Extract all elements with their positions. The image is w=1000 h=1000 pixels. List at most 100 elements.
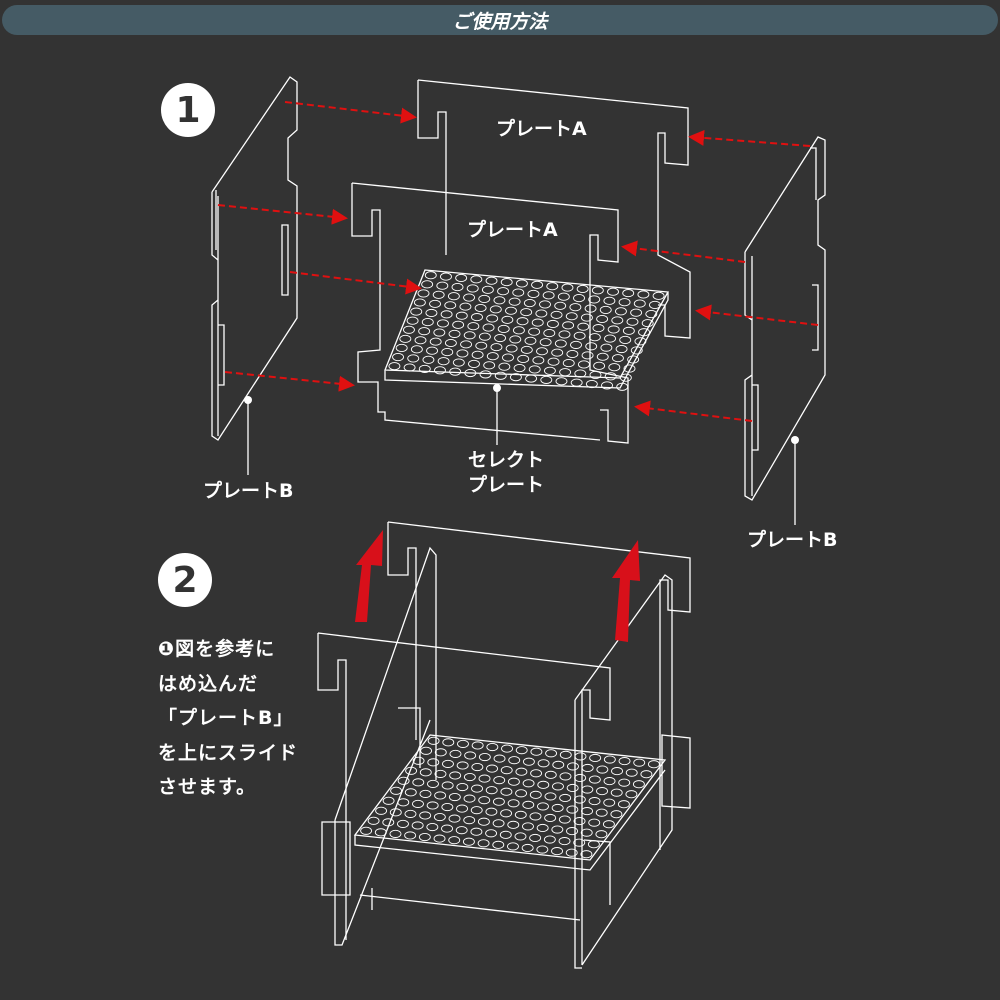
hole — [475, 341, 488, 350]
instruction-line: させます。 — [158, 776, 257, 798]
hole — [539, 338, 552, 347]
hole — [486, 314, 499, 323]
hole — [509, 373, 522, 382]
hole — [424, 271, 437, 280]
hole — [493, 296, 506, 305]
hole — [558, 330, 571, 339]
hole — [558, 815, 571, 824]
hole — [595, 808, 608, 817]
hole — [641, 319, 654, 328]
hole — [602, 820, 615, 829]
hole — [403, 325, 415, 334]
hole — [419, 768, 432, 777]
hole — [585, 342, 598, 351]
hole — [522, 779, 535, 788]
hole — [478, 294, 491, 303]
hole — [544, 770, 557, 779]
hole — [471, 350, 484, 359]
hole — [505, 306, 517, 315]
label-plate-b-right: プレートB — [747, 529, 838, 551]
hole — [573, 817, 586, 826]
hole — [485, 829, 498, 838]
hole — [463, 816, 476, 825]
hole — [573, 838, 586, 847]
hole — [618, 778, 631, 787]
hole — [513, 364, 526, 373]
hole — [581, 351, 594, 360]
hole — [588, 797, 601, 806]
hole — [456, 782, 469, 792]
hole — [507, 820, 520, 829]
hole — [652, 291, 665, 300]
hole — [471, 741, 484, 750]
hole — [524, 336, 537, 345]
hole — [404, 831, 417, 840]
hole — [470, 806, 483, 815]
hole — [514, 810, 527, 819]
hole — [574, 752, 587, 761]
hole — [395, 343, 408, 353]
hole — [411, 821, 424, 830]
hole — [500, 787, 513, 796]
hole — [360, 826, 373, 835]
hole — [492, 819, 505, 828]
hole — [615, 344, 628, 354]
hole — [463, 772, 476, 782]
hole — [515, 746, 528, 755]
plate-b-right — [744, 136, 826, 501]
hole — [456, 804, 468, 813]
hole — [611, 767, 623, 776]
hole — [417, 289, 430, 298]
hole — [482, 323, 495, 332]
hole — [614, 307, 627, 316]
hole — [543, 329, 556, 338]
hole — [537, 759, 550, 768]
assembled-select-plate — [353, 734, 667, 921]
hole — [471, 784, 483, 793]
hole — [574, 369, 587, 378]
hole — [565, 848, 578, 857]
hole — [517, 354, 530, 364]
hole — [569, 303, 582, 312]
hole — [581, 785, 594, 794]
hole — [539, 300, 551, 309]
hole — [460, 340, 473, 349]
plate-b-left — [211, 76, 298, 441]
hole-grid-2 — [360, 736, 660, 859]
hole — [570, 378, 583, 387]
hole — [529, 833, 542, 843]
hole — [515, 789, 528, 798]
hole — [436, 281, 449, 290]
hole — [498, 362, 511, 371]
hole — [591, 286, 604, 295]
hole — [493, 776, 506, 785]
hole — [427, 758, 440, 767]
hole — [545, 749, 558, 758]
hole — [516, 317, 529, 326]
slide-up-arrow-right — [612, 540, 640, 642]
hole — [530, 769, 543, 778]
hole — [433, 834, 446, 843]
hole — [410, 307, 423, 316]
hole — [531, 318, 544, 327]
hole — [389, 829, 402, 838]
hole — [623, 364, 636, 373]
hole — [407, 354, 420, 363]
hole — [478, 774, 491, 783]
hole — [410, 345, 423, 354]
hole — [529, 790, 542, 799]
hole — [434, 769, 447, 778]
hole — [554, 301, 567, 310]
hole — [382, 818, 395, 827]
hole — [397, 819, 409, 828]
hole — [374, 828, 387, 837]
hole — [610, 810, 623, 819]
hole — [645, 309, 658, 319]
hole — [470, 275, 483, 284]
hole — [530, 747, 543, 756]
hole — [634, 337, 647, 346]
hole — [520, 308, 533, 317]
hole — [544, 813, 557, 823]
hole — [449, 367, 462, 376]
hole — [527, 289, 540, 298]
